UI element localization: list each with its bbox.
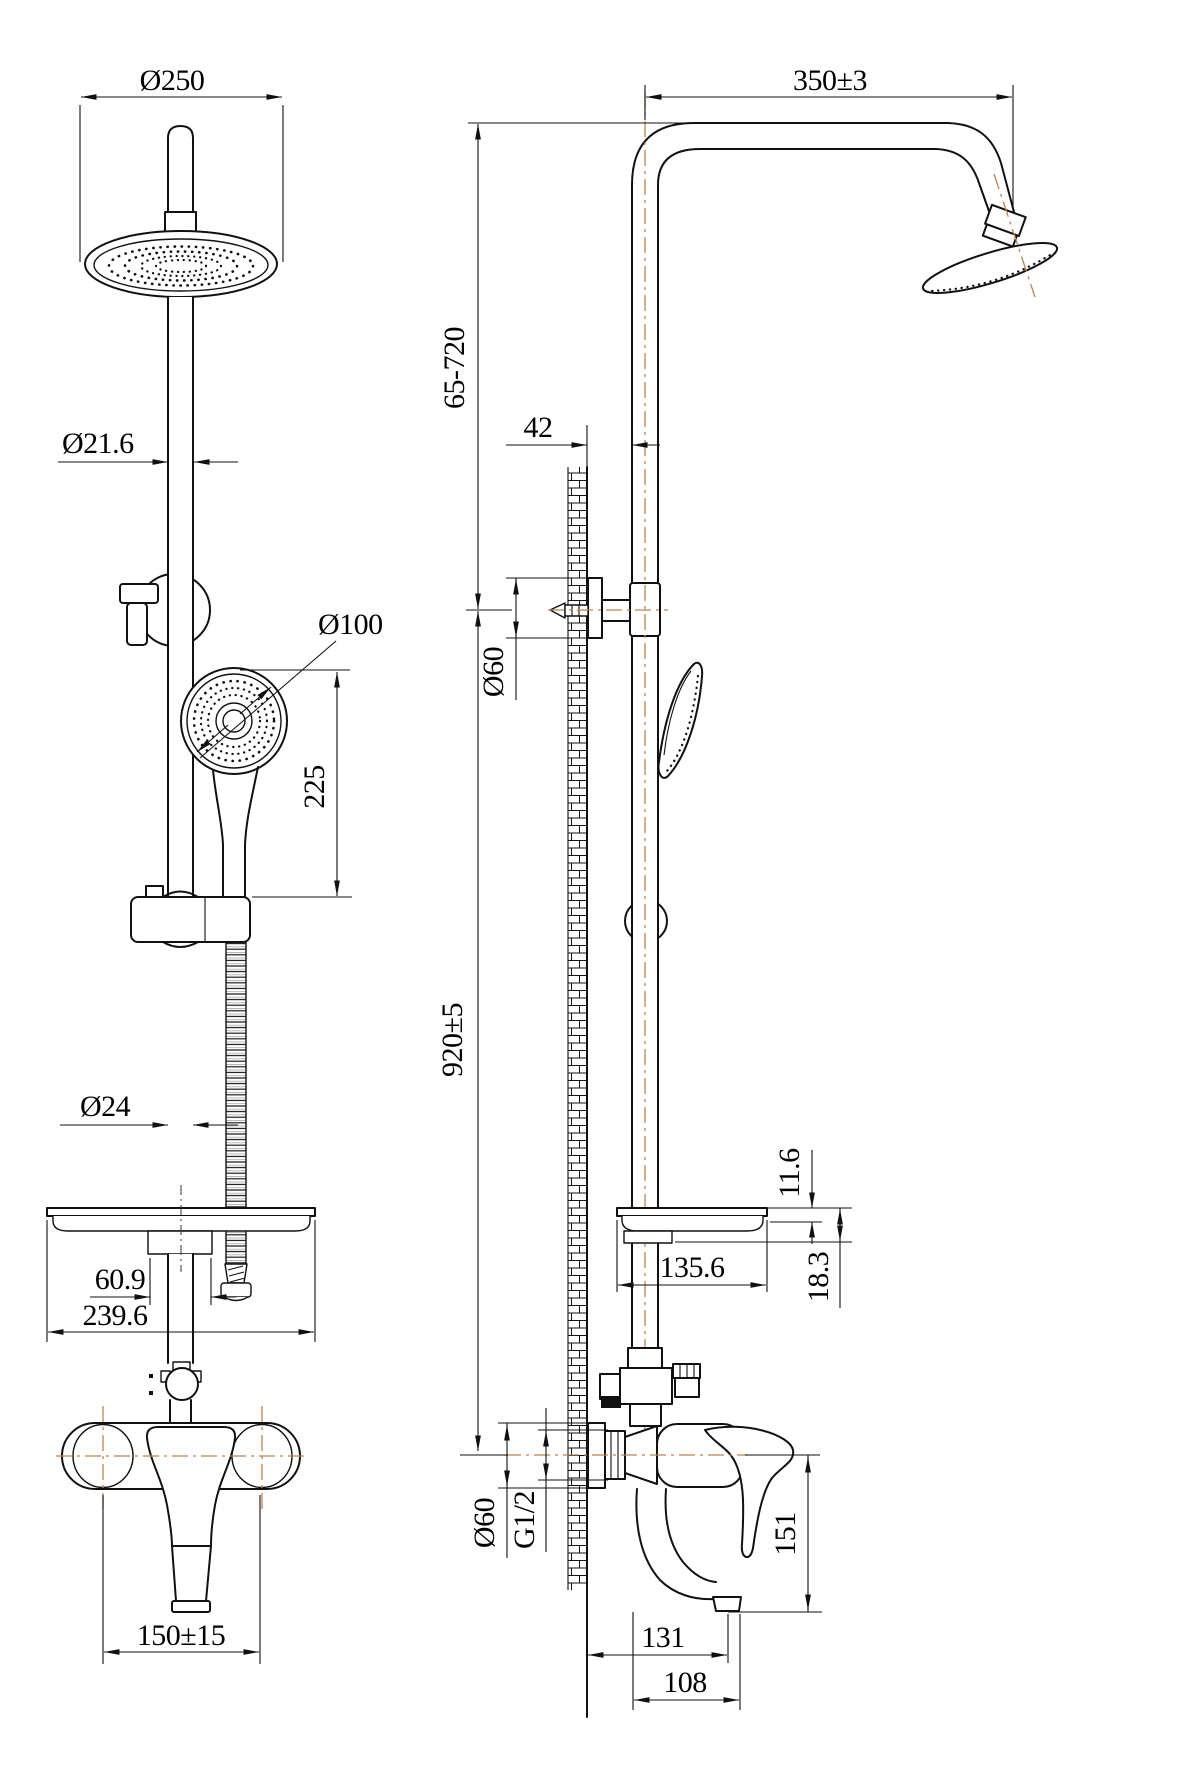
overhead-shower-side — [921, 173, 1059, 298]
mixer-body-side — [505, 1422, 795, 1559]
mixer-handle-side — [704, 1425, 795, 1559]
dim-riser-diameter: Ø24 — [80, 1090, 131, 1123]
mixer-body-front — [56, 1406, 305, 1613]
dim-height-range: 65-720 — [438, 327, 471, 409]
mixer-handle-front — [145, 1426, 237, 1547]
dim-shelf-width: 239.6 — [83, 1299, 149, 1332]
dim-spout-reach: 108 — [663, 1666, 707, 1699]
riser-pipe-front — [167, 296, 194, 898]
dim-spout-reach-wall: 131 — [641, 1621, 685, 1654]
side-view: 350±3 65-720 920±5 42 Ø60 11.6 — [436, 64, 1059, 1718]
hand-shower-side — [657, 661, 704, 779]
dim-bracket-diameter: Ø60 — [477, 647, 510, 697]
slide-holder-front — [130, 885, 251, 948]
dim-inlet-spacing: 150±15 — [137, 1619, 225, 1652]
wall-section — [567, 466, 588, 1718]
hand-shower-front — [180, 667, 288, 898]
eccentric-connector — [149, 1361, 202, 1425]
dim-shelf-height: 18.3 — [802, 1252, 835, 1303]
dim-pipe-diameter: Ø21.6 — [62, 427, 134, 460]
tub-spout — [635, 1488, 742, 1612]
dim-handshower-height: 225 — [298, 765, 331, 809]
soap-dish-side — [616, 1207, 768, 1244]
dim-spout-drop: 151 — [769, 1512, 802, 1556]
dim-shelf-lip: 11.6 — [773, 1148, 806, 1198]
dim-wall-offset: 42 — [524, 411, 553, 444]
diverter-tee — [599, 1347, 701, 1427]
lower-pipe-front — [167, 1185, 194, 1364]
dim-column-height: 920±5 — [436, 1003, 469, 1077]
dim-inlet-thread: G1/2 — [508, 1491, 541, 1549]
dim-escutcheon-diameter: Ø60 — [468, 1498, 501, 1548]
dim-head-diameter: Ø250 — [140, 64, 205, 97]
dim-handshower-diameter: Ø100 — [318, 608, 383, 641]
dim-arm-reach: 350±3 — [793, 64, 867, 97]
front-view: Ø250 Ø21.6 Ø100 225 Ø24 60.9 239.6 — [46, 64, 383, 1664]
overhead-shower-front — [84, 125, 278, 298]
dim-offset-width: 60.9 — [95, 1263, 146, 1296]
dim-shelf-depth: 135.6 — [660, 1251, 726, 1284]
shower-hose — [220, 942, 252, 1302]
front-dimensions: Ø250 Ø21.6 Ø100 225 Ø24 60.9 239.6 — [46, 64, 383, 1664]
wall-bracket-side — [548, 577, 668, 639]
side-dimensions: 350±3 65-720 920±5 42 Ø60 11.6 — [436, 64, 1014, 1710]
wall-bracket-front — [119, 573, 211, 647]
